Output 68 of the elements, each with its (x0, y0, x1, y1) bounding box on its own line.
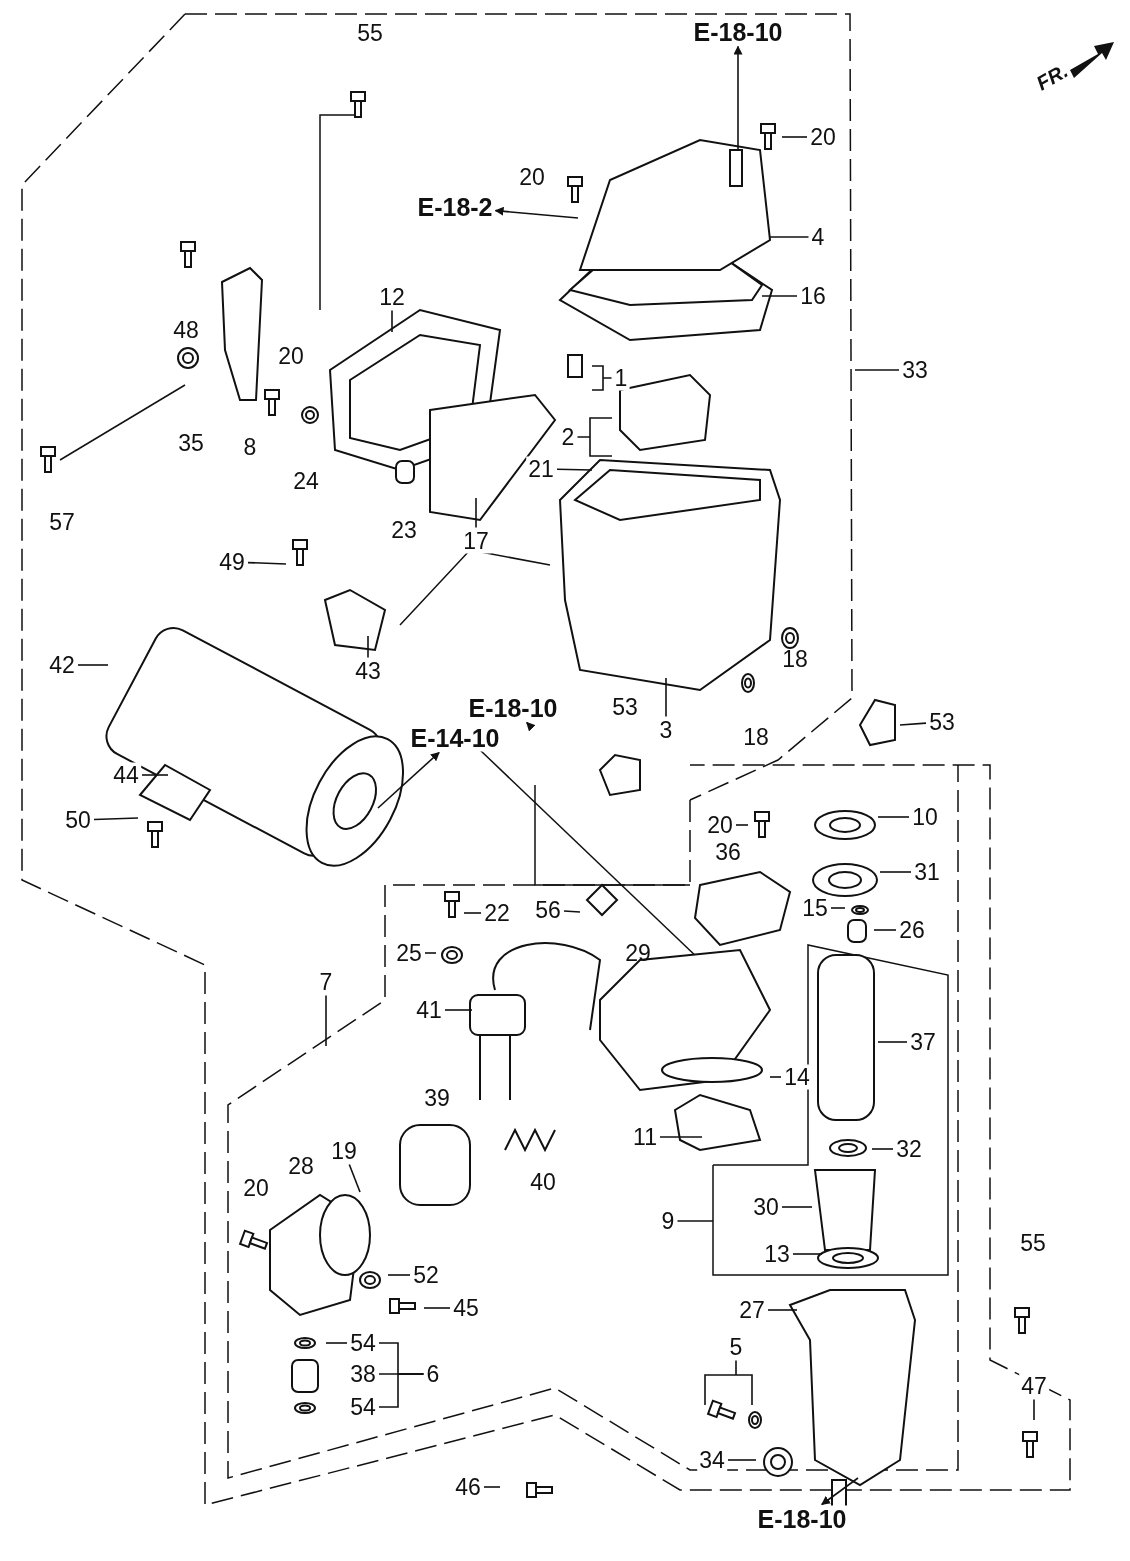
leader-line (761, 295, 798, 297)
leader-line (877, 816, 910, 818)
leader-line (727, 1459, 757, 1461)
leader-line (444, 1009, 473, 1011)
reference-arrow (377, 751, 440, 809)
leader-line (676, 1220, 714, 1222)
leader-line (475, 497, 477, 529)
callout-number: 53 (612, 695, 638, 719)
callout-number: 39 (424, 1086, 450, 1110)
leader-line (767, 1309, 798, 1311)
leader-line (247, 561, 287, 565)
leader-line (877, 1041, 908, 1043)
reference-arrow (821, 1477, 859, 1506)
leader-line (378, 1373, 425, 1408)
leader-line (387, 1274, 411, 1276)
leader-line (367, 635, 369, 659)
leader-line (483, 1486, 501, 1488)
leader-line (591, 365, 613, 391)
callout-number: 8 (243, 435, 257, 459)
leader-line (830, 907, 846, 909)
leader-line (141, 774, 169, 776)
leader-line (1033, 1398, 1035, 1421)
leader-line (873, 929, 897, 931)
callout-number: 55 (1020, 1231, 1046, 1255)
callout-number: 40 (530, 1170, 556, 1194)
leader-line (348, 1163, 361, 1193)
leader-line (871, 1148, 894, 1150)
leader-line (854, 369, 900, 371)
callout-number: 20 (278, 344, 304, 368)
reference-arrow (733, 45, 743, 151)
leader-line (424, 952, 437, 954)
leader-line (423, 1307, 451, 1309)
leader-line (769, 236, 810, 238)
callout-number: 35 (178, 431, 204, 455)
direction-label: FR. (1033, 60, 1071, 94)
leader-line (659, 1136, 703, 1138)
leader-line (665, 677, 667, 718)
leader-line (769, 1076, 782, 1078)
leader-line (391, 309, 393, 333)
leader-line (781, 136, 808, 138)
reference-arrow (525, 721, 536, 732)
leader-line (576, 417, 613, 457)
callout-number: 18 (782, 647, 808, 671)
leader-line (899, 722, 927, 726)
callout-number: 20 (243, 1176, 269, 1200)
leader-line (93, 817, 139, 821)
leader-line (563, 910, 581, 913)
leader-line (463, 912, 482, 914)
leader-line (781, 1206, 813, 1208)
callout-number: 20 (519, 165, 545, 189)
callout-number: 48 (173, 318, 199, 342)
leader-line (325, 994, 327, 1047)
callout-number: 36 (715, 840, 741, 864)
leader-line (704, 1359, 753, 1406)
callout-number: 18 (743, 725, 769, 749)
leader-line (556, 468, 593, 471)
callout-number: 23 (391, 518, 417, 542)
leader-line (325, 1342, 348, 1344)
callout-number: 29 (625, 941, 651, 965)
reference-arrow (494, 206, 579, 219)
callout-number: 57 (49, 510, 75, 534)
callout-number: 28 (288, 1154, 314, 1178)
leader-line (792, 1253, 823, 1255)
callout-number: 24 (293, 469, 319, 493)
leader-line (77, 664, 109, 666)
leader-line (879, 871, 912, 873)
leader-line (735, 824, 749, 826)
callout-number: 55 (357, 21, 383, 45)
